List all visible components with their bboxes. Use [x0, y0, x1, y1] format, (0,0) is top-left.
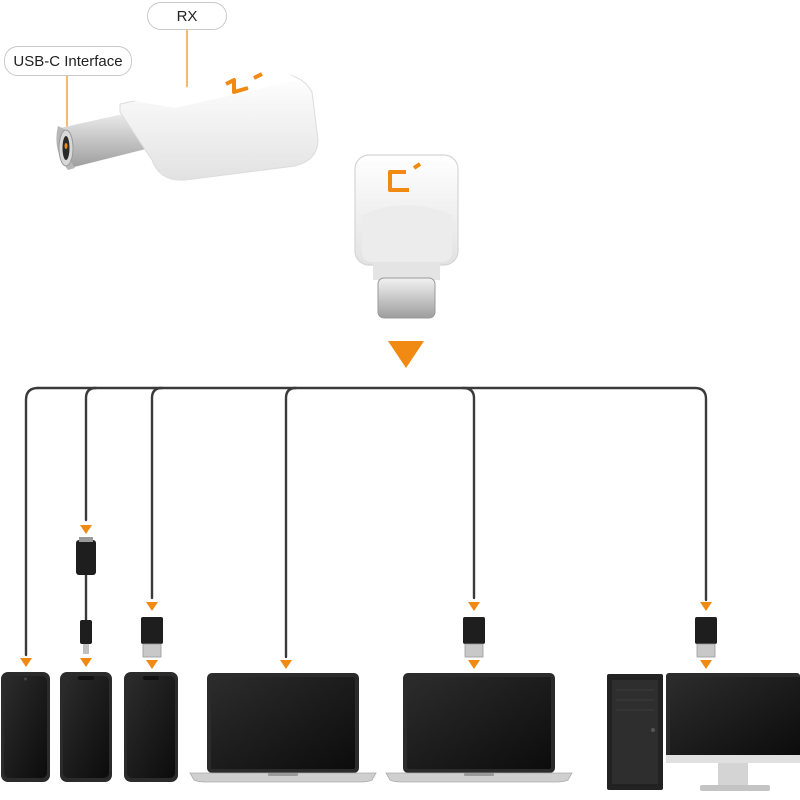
usb-c-interface-callout: USB-C Interface — [4, 46, 132, 76]
adapter-side-view — [56, 71, 319, 181]
phone-icon — [60, 672, 112, 782]
lightning-adapter-cable — [76, 537, 96, 654]
arrow-icon — [280, 660, 292, 669]
rx-callout: RX — [147, 2, 227, 30]
desktop-computer-icon — [607, 673, 800, 791]
cable-tree — [24, 386, 708, 659]
laptop-icon — [385, 673, 573, 783]
adapter-front-view — [354, 154, 459, 319]
arrow-icon — [700, 660, 712, 669]
phone-icon — [124, 672, 178, 782]
arrow-icon — [700, 602, 712, 611]
arrow-icon — [146, 602, 158, 611]
arrow-icon — [80, 658, 92, 667]
usb-a-plug-icon — [141, 617, 163, 658]
arrow-icon — [468, 660, 480, 669]
arrow-icon — [80, 525, 92, 534]
arrow-icon — [468, 602, 480, 611]
down-arrow-icon — [388, 341, 424, 368]
usb-a-plug-icon — [463, 617, 485, 658]
usb-c-interface-label: USB-C Interface — [13, 52, 123, 70]
laptop-devices — [189, 673, 573, 783]
arrow-icon — [146, 660, 158, 669]
phone-devices — [1, 672, 178, 782]
rx-label: RX — [176, 7, 198, 25]
usb-a-plug-icon — [695, 617, 717, 658]
phone-icon — [1, 672, 50, 782]
laptop-icon — [189, 673, 377, 783]
usb-a-plugs — [141, 617, 717, 658]
arrow-icon — [20, 658, 32, 667]
arrow-markers — [20, 525, 712, 669]
